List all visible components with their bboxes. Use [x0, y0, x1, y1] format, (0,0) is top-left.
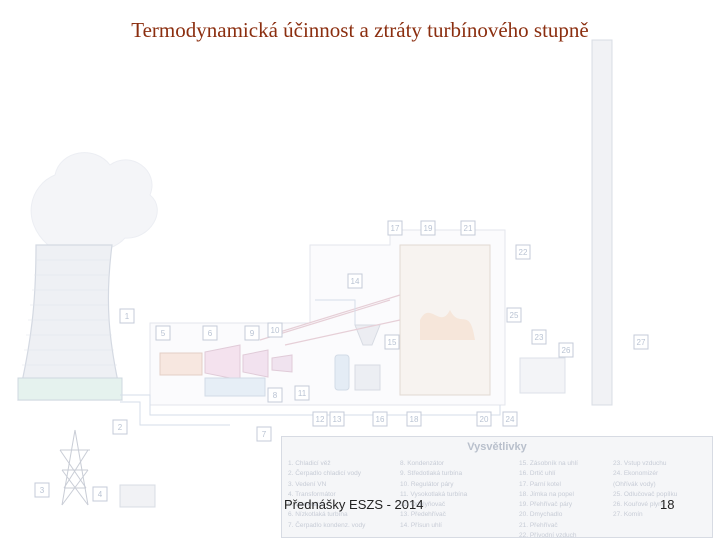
- callout-number: 1: [125, 312, 130, 321]
- callout-number: 17: [391, 224, 400, 233]
- transmission-tower: [60, 430, 90, 505]
- legend-item: 16. Drtič uhlí: [519, 469, 578, 479]
- callout-number: 14: [351, 277, 360, 286]
- legend-item: 18. Jímka na popel: [519, 490, 578, 500]
- legend-item: 19. Přehřívač páry: [519, 500, 578, 510]
- footer-lecture-label: Přednášky ESZS - 2014: [284, 497, 423, 512]
- legend-item: 17. Parní kotel: [519, 480, 578, 490]
- legend-item: 13. Předehřívač: [400, 510, 467, 520]
- legend-item: 21. Přehřívač: [519, 521, 578, 531]
- ip-turbine: [243, 350, 268, 377]
- callout-number: 26: [562, 346, 571, 355]
- chimney: [592, 40, 612, 405]
- callout-number: 24: [506, 415, 515, 424]
- legend-title: Vysvětlivky: [282, 441, 712, 453]
- legend-item: (Ohřívák vody): [613, 480, 677, 490]
- callout-number: 25: [510, 311, 519, 320]
- condenser: [205, 378, 265, 396]
- feedwater-tank: [335, 355, 349, 390]
- legend-item: 6. Nízkotlaká turbína: [288, 510, 365, 520]
- callout-number: 3: [40, 486, 45, 495]
- legend-item: 27. Komín: [613, 510, 677, 520]
- callout-number: 11: [298, 389, 307, 398]
- legend-item: 2. Čerpadlo chladicí vody: [288, 469, 365, 479]
- transformer: [120, 485, 155, 507]
- mill: [355, 365, 380, 390]
- legend-item: 14. Přísun uhlí: [400, 521, 467, 531]
- callout-number: 23: [535, 333, 544, 342]
- legend-item: 1. Chladicí věž: [288, 459, 365, 469]
- generator: [160, 353, 202, 375]
- legend-item: 15. Zásobník na uhlí: [519, 459, 578, 469]
- callout-number: 13: [333, 415, 342, 424]
- callout-number: 10: [271, 326, 280, 335]
- callout-number: 16: [376, 415, 385, 424]
- callout-number: 2: [118, 423, 123, 432]
- legend-item: 8. Kondenzátor: [400, 459, 467, 469]
- callout-number: 15: [388, 338, 397, 347]
- callout-number: 18: [410, 415, 419, 424]
- callout-number: 19: [424, 224, 433, 233]
- legend-item: 3. Vedení VN: [288, 480, 365, 490]
- callout-number: 27: [637, 338, 646, 347]
- callout-number: 12: [316, 415, 325, 424]
- steam-cloud: [31, 153, 157, 253]
- legend-item: 23. Vstup vzduchu: [613, 459, 677, 469]
- callout-number: 4: [98, 490, 103, 499]
- callout-number: 7: [262, 430, 267, 439]
- legend-item: 9. Středotlaká turbína: [400, 469, 467, 479]
- callout-number: 9: [250, 329, 255, 338]
- legend-item: 20. Dmychadlo: [519, 510, 578, 520]
- legend-item: 7. Čerpadlo kondenz. vody: [288, 521, 365, 531]
- cooling-tower: [18, 245, 122, 400]
- callout-number: 22: [519, 248, 528, 257]
- callout-number: 20: [480, 415, 489, 424]
- dust-separator: [520, 358, 565, 393]
- legend-item: 24. Ekonomizér: [613, 469, 677, 479]
- page-number: 18: [660, 497, 674, 512]
- legend-item: 10. Regulátor páry: [400, 480, 467, 490]
- callout-number: 8: [273, 391, 278, 400]
- tower-basin: [18, 378, 122, 400]
- callout-number: 21: [464, 224, 473, 233]
- hp-turbine: [272, 355, 292, 372]
- callout-number: 5: [161, 329, 166, 338]
- callout-number: 6: [208, 329, 213, 338]
